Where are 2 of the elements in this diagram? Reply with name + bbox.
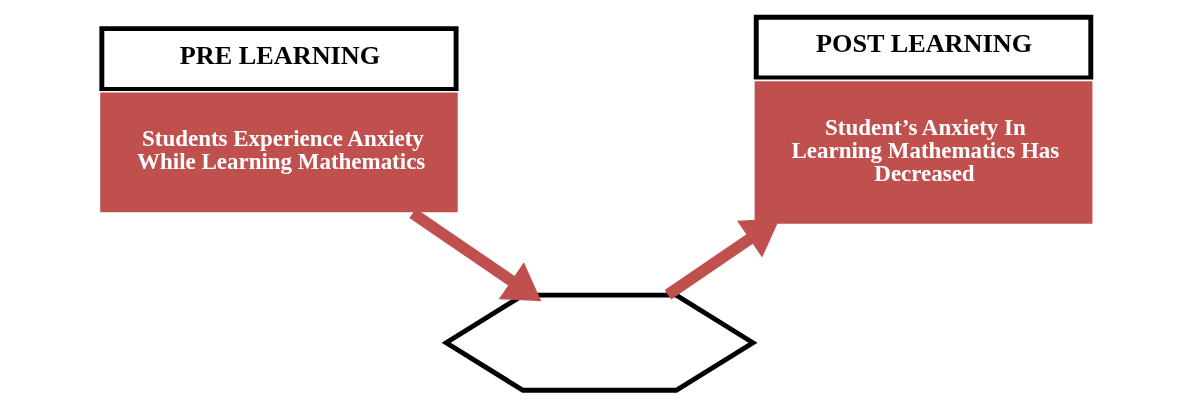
- node-hexagon: [441, 292, 758, 393]
- arrow: [664, 218, 780, 300]
